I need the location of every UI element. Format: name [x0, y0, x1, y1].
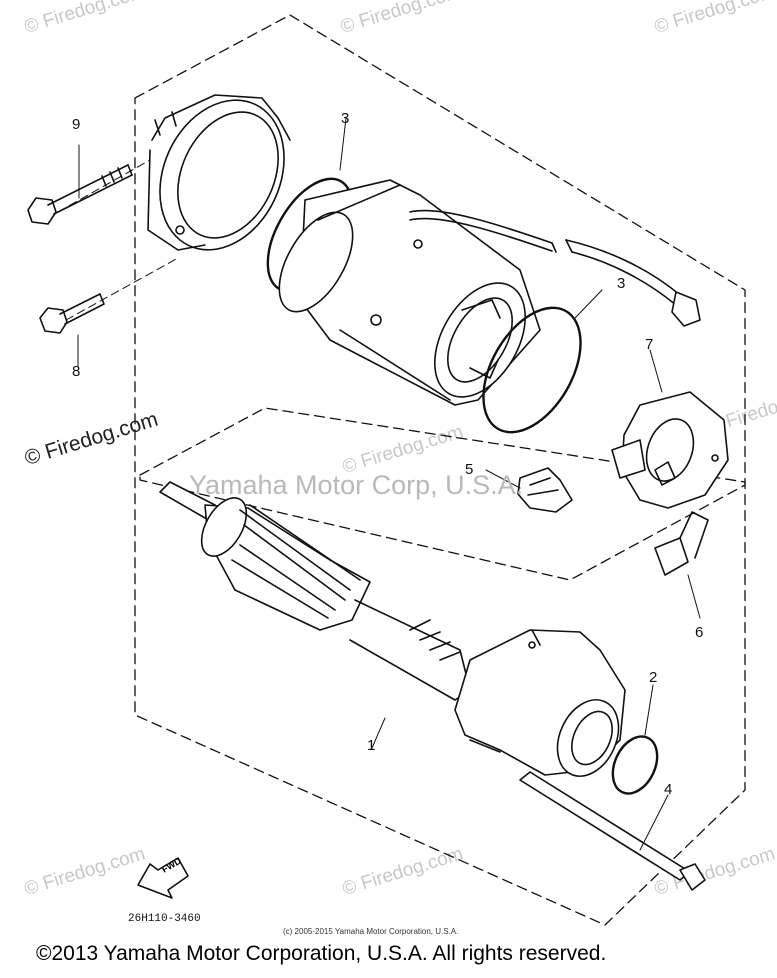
inner-dashed-boundary [139, 407, 746, 581]
part-number-7: 7 [645, 336, 654, 353]
lead-wire [409, 209, 701, 327]
part-number-9: 9 [72, 116, 81, 133]
armature [159, 481, 471, 701]
part-number-4: 4 [664, 781, 673, 798]
brush-plate-7 [611, 349, 729, 509]
part-number-5: 5 [465, 461, 474, 478]
part-number-3-upper: 3 [341, 110, 350, 127]
part-number-6: 6 [695, 624, 704, 641]
part-number-1: 1 [367, 737, 376, 754]
through-bolt-4 [519, 771, 706, 891]
footer-copyright: ©2013 Yamaha Motor Corporation, U.S.A. A… [36, 942, 607, 965]
bolt-9 [27, 144, 133, 225]
part-number-8: 8 [72, 363, 81, 380]
fwd-arrow [137, 857, 189, 899]
o-ring-2 [611, 735, 659, 795]
brush-holder-5 [485, 467, 573, 513]
bolt-8 [39, 293, 105, 367]
brush-6 [654, 511, 709, 619]
rear-end-cover [147, 94, 291, 251]
part-number-3-lower: 3 [617, 275, 626, 292]
o-ring-3-lower [482, 306, 582, 434]
watermark-yamaha: Yamaha Motor Corp, U.S.A. [189, 470, 524, 500]
outer-dashed-boundary [134, 14, 746, 926]
diagram-code: 26H110-3460 [128, 913, 201, 925]
part-number-2: 2 [649, 669, 658, 686]
small-copyright: (c) 2005-2015 Yamaha Motor Corporation, … [283, 927, 459, 936]
front-end-cover [454, 629, 626, 777]
yoke-cylinder [278, 179, 541, 406]
